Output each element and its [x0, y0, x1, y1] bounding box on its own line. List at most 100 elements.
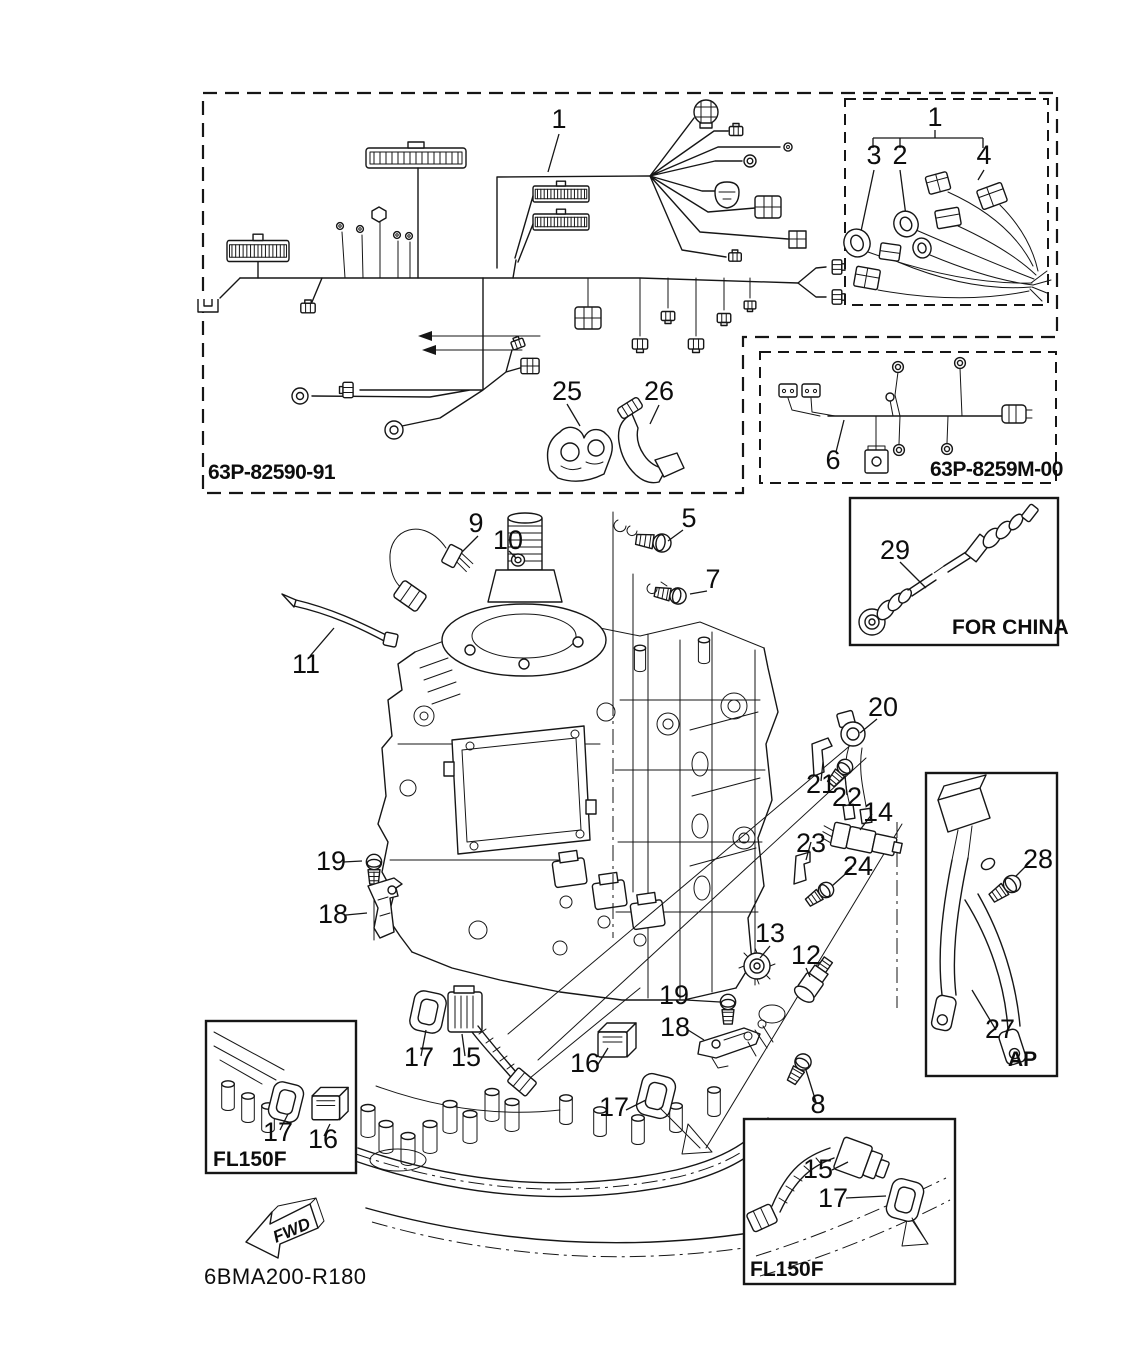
teardrop-connector — [715, 182, 739, 208]
sensor-9-drawing — [390, 529, 476, 612]
callout-23[interactable]: 23 — [796, 828, 826, 858]
callout-9[interactable]: 9 — [468, 508, 483, 538]
callout-16-mid[interactable]: 16 — [570, 1048, 600, 1078]
callout-19-mid[interactable]: 19 — [659, 980, 689, 1010]
callout-1-harness[interactable]: 1 — [551, 104, 566, 134]
main-harness-box-outline — [201, 91, 1059, 495]
connector-detail-section: 1 3 2 4 — [840, 98, 1051, 306]
fwd-arrow: FWD — [246, 1198, 324, 1258]
china-lead-wire-drawing — [859, 504, 1039, 635]
fl150f-left-label: FL150F — [213, 1148, 287, 1171]
callout-18-mid[interactable]: 18 — [660, 1012, 690, 1042]
bracket-18-left-drawing — [368, 878, 402, 938]
round-plug — [385, 421, 403, 439]
sensor-12-drawing — [792, 953, 838, 1005]
callout-22[interactable]: 22 — [832, 782, 862, 812]
main-harness-section: 1 25 26 63P-82590-91 — [198, 91, 1059, 495]
callout-5[interactable]: 5 — [681, 503, 696, 533]
callout-3[interactable]: 3 — [866, 140, 881, 170]
callout-11[interactable]: 11 — [292, 649, 320, 679]
callout-8[interactable]: 8 — [810, 1089, 825, 1119]
bolt-19-mid-drawing — [719, 993, 737, 1025]
detail-connector-cluster — [840, 171, 1051, 301]
callout-18-left[interactable]: 18 — [318, 899, 348, 929]
part-number-sub-harness: 63P-8259M-00 — [930, 458, 1063, 481]
callout-27[interactable]: 27 — [985, 1014, 1015, 1044]
arrow-marker — [418, 331, 432, 341]
sensor-15-boxright-drawing — [746, 1137, 893, 1233]
relay-16-mid-drawing — [597, 1022, 637, 1058]
bolt-24-drawing — [802, 878, 838, 910]
callout-28[interactable]: 28 — [1023, 844, 1053, 874]
ap-section: 28 27 AP — [924, 771, 1059, 1078]
for-china-label: FOR CHINA — [952, 616, 1069, 639]
relay-16-boxleft-drawing — [311, 1086, 349, 1121]
callout-13[interactable]: 13 — [755, 918, 785, 948]
callout-17-engine[interactable]: 17 — [404, 1042, 434, 1072]
harness-clamp-26-drawing — [617, 397, 684, 483]
sensor-20-drawing — [836, 710, 871, 823]
callout-20[interactable]: 20 — [868, 692, 898, 722]
sub-harness-box-outline — [759, 351, 1057, 484]
callout-25[interactable]: 25 — [552, 376, 582, 406]
callout-17-mid[interactable]: 17 — [599, 1092, 629, 1122]
fl150f-right-section: 15 17 FL150F — [742, 1117, 957, 1286]
connector-detail-box-outline — [844, 98, 1049, 306]
drawing-number: 6BMA200-R180 — [204, 1264, 367, 1289]
callout-29[interactable]: 29 — [880, 535, 910, 565]
callout-24[interactable]: 24 — [843, 851, 873, 881]
round-grid-connector — [694, 100, 718, 128]
main-wire-harness-drawing — [198, 100, 846, 439]
washer-28 — [979, 856, 996, 872]
ecu-unit — [444, 726, 596, 854]
callout-12[interactable]: 12 — [791, 940, 821, 970]
fl150f-left-section: 17 16 FL150F — [204, 1019, 358, 1175]
callout-6[interactable]: 6 — [825, 445, 840, 475]
ap-label: AP — [1008, 1048, 1037, 1071]
sub-harness-drawing — [779, 356, 1032, 473]
arrow-marker — [422, 345, 436, 355]
battery-cable-27-drawing — [930, 775, 1027, 1066]
harness-clamp-25-drawing — [548, 427, 613, 481]
for-china-section: 29 FOR CHINA — [848, 496, 1069, 647]
sub-harness-sensor — [865, 446, 888, 473]
bolt-7-drawing — [652, 583, 689, 607]
sub-harness-section: 6 63P-8259M-00 — [759, 351, 1063, 484]
footer: FWD 6BMA200-R180 — [204, 1198, 367, 1289]
callout-15-boxright[interactable]: 15 — [803, 1154, 833, 1184]
hex-plug — [372, 207, 386, 278]
u-clip-connector — [198, 299, 218, 312]
callout-15-engine[interactable]: 15 — [451, 1042, 481, 1072]
engine-block-drawing — [378, 512, 902, 1148]
callouts: 9 10 5 7 11 20 21 22 14 23 24 19 18 13 1… — [292, 503, 898, 1122]
cable-tie-11-drawing — [282, 594, 398, 647]
callout-21[interactable]: 21 — [806, 769, 836, 799]
hull-triangle-mark — [682, 1124, 712, 1154]
callout-17-boxleft[interactable]: 17 — [263, 1117, 293, 1147]
callout-4[interactable]: 4 — [976, 140, 991, 170]
callout-14[interactable]: 14 — [863, 797, 893, 827]
callout-2[interactable]: 2 — [892, 140, 907, 170]
callout-10[interactable]: 10 — [493, 525, 523, 555]
gasket-17-mid-drawing — [633, 1070, 679, 1122]
grommet-13-drawing — [739, 948, 775, 984]
fl150f-right-label: FL150F — [750, 1258, 824, 1281]
flywheel-shaft — [442, 513, 606, 676]
rectifier-15-engine-drawing — [448, 986, 537, 1097]
part-number-main-harness: 63P-82590-91 — [208, 461, 336, 484]
callout-1-detail[interactable]: 1 — [927, 102, 942, 132]
round-plug — [292, 388, 308, 404]
callout-16-boxleft[interactable]: 16 — [308, 1124, 338, 1154]
bracket-21-drawing — [812, 738, 832, 776]
callout-17-boxright[interactable]: 17 — [818, 1183, 848, 1213]
square-connector — [789, 231, 806, 248]
bracket-18-mid-drawing — [698, 1028, 760, 1068]
fl150f-right-interior — [746, 1137, 950, 1276]
callout-19-left[interactable]: 19 — [316, 846, 346, 876]
gasket-17-engine-drawing — [407, 988, 449, 1036]
bolt-5-drawing — [634, 529, 673, 554]
callout-7[interactable]: 7 — [705, 564, 720, 594]
callout-26[interactable]: 26 — [644, 376, 674, 406]
